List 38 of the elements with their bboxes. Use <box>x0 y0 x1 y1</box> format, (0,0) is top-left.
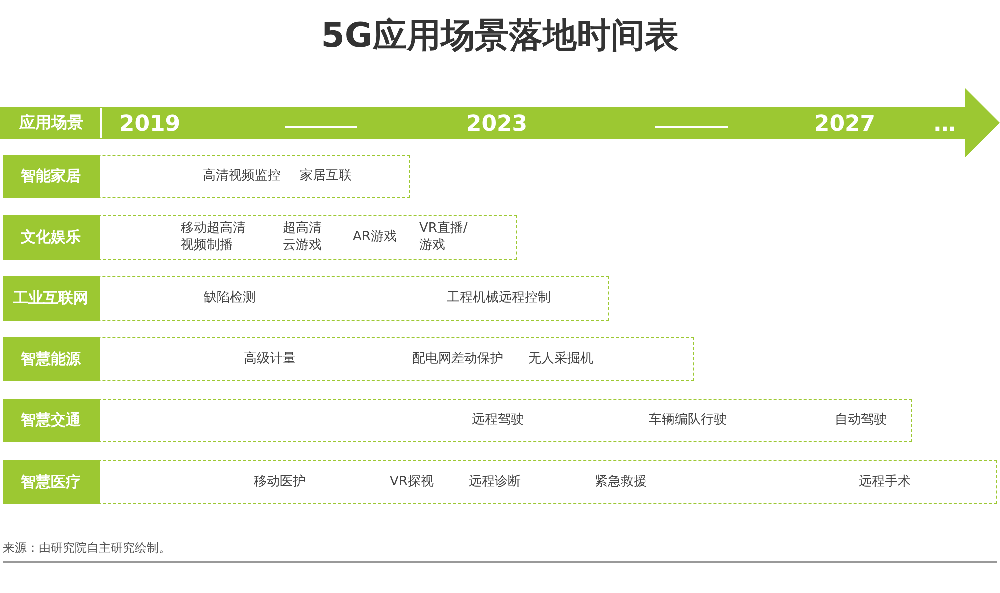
year-label: 2023 <box>466 112 528 138</box>
application-label: 移动医护 <box>254 473 306 490</box>
year-label: 2019 <box>119 112 181 138</box>
application-label: 远程手术 <box>859 473 911 490</box>
application-label: 远程驾驶 <box>472 412 524 428</box>
application-label: 工程机械远程控制 <box>447 290 551 306</box>
application-label: VR直播/游戏 <box>420 220 469 254</box>
category-tab: 智慧能源 <box>2 336 100 380</box>
application-label: 超高清云游戏 <box>283 220 323 254</box>
application-label: 远程诊断 <box>469 473 521 490</box>
application-label: 紧急救援 <box>595 473 647 490</box>
timeline-row <box>3 155 410 198</box>
application-label: 家居互联 <box>300 168 352 184</box>
timeline-row <box>3 337 694 381</box>
timeline-arrow <box>0 88 1000 158</box>
timeline-row <box>3 460 997 504</box>
category-tab: 智能家居 <box>2 154 100 198</box>
category-tab: 工业互联网 <box>2 276 100 320</box>
application-label: 车辆编队行驶 <box>649 412 727 428</box>
application-label: VR探视 <box>390 473 434 490</box>
category-tab: 智慧交通 <box>2 398 100 442</box>
application-label: 无人采掘机 <box>528 350 594 367</box>
title: 5G应用场景落地时间表 <box>321 16 679 56</box>
application-label: 移动超高清视频制播 <box>181 220 247 254</box>
year-label: 2027 <box>814 112 876 138</box>
category-tab: 智慧医疗 <box>2 460 100 504</box>
timeline-row <box>3 399 912 442</box>
application-label: 自动驾驶 <box>835 412 887 428</box>
source-note: 来源：由研究院自主研究绘制。 <box>3 540 171 557</box>
application-label: 缺陷检测 <box>204 290 256 306</box>
application-label: 配电网差动保护 <box>412 350 504 367</box>
timeline-row <box>3 215 517 260</box>
application-label: 高级计量 <box>244 350 296 367</box>
category-tab: 文化娱乐 <box>2 214 100 260</box>
year-label: … <box>934 112 956 138</box>
timeline-row <box>3 276 609 321</box>
application-label: AR游戏 <box>353 228 397 246</box>
application-label: 高清视频监控 <box>203 168 281 184</box>
